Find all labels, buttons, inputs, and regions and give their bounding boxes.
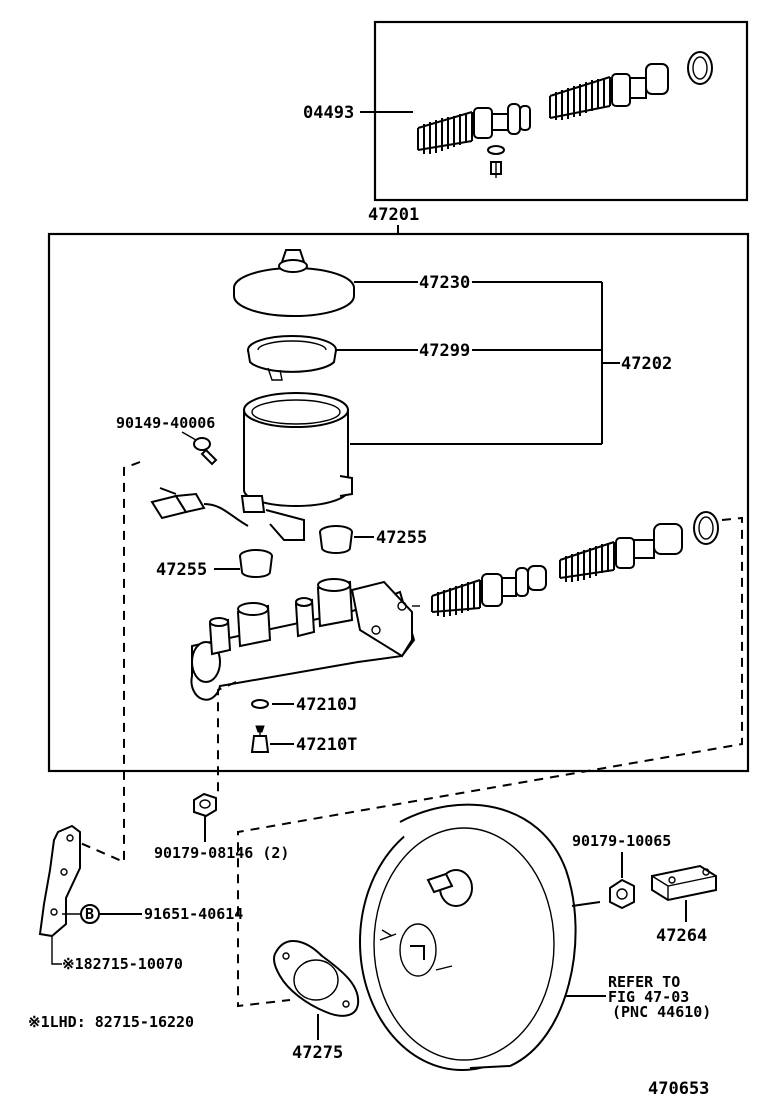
refer-line-1: REFER TO bbox=[608, 973, 680, 991]
dashed-connector-nut bbox=[217, 681, 237, 798]
booster-gasket-icon bbox=[272, 939, 360, 1017]
label-47210j: 47210J bbox=[296, 695, 357, 715]
level-sensor-connector-icon bbox=[150, 487, 249, 527]
bracket-icon bbox=[38, 824, 81, 938]
diaphragm-icon bbox=[247, 335, 337, 381]
label-47255-right: 47255 bbox=[376, 528, 427, 548]
nut-icon bbox=[193, 792, 217, 818]
leader-182715 bbox=[51, 936, 62, 965]
label-47299: 47299 bbox=[419, 341, 470, 361]
brake-booster-icon bbox=[359, 803, 601, 1071]
booster-nut-icon bbox=[609, 878, 635, 910]
clevis-icon bbox=[651, 864, 717, 902]
master-cylinder-icon bbox=[190, 578, 420, 701]
piston-assembly-icon bbox=[431, 511, 719, 617]
gasket-icon bbox=[251, 699, 269, 709]
refer-line-2: FIG 47-03 bbox=[608, 988, 689, 1006]
label-47230: 47230 bbox=[419, 273, 470, 293]
lhd-note: ※1LHD: 82715-16220 bbox=[28, 1013, 194, 1031]
piston-kit-icon bbox=[417, 51, 713, 178]
grommet-icon-right bbox=[319, 525, 353, 554]
label-47275: 47275 bbox=[292, 1043, 343, 1063]
figure-number: 470653 bbox=[648, 1079, 709, 1099]
screw-icon bbox=[193, 437, 218, 466]
label-182715: ※182715-10070 bbox=[62, 955, 183, 973]
label-47201: 47201 bbox=[368, 205, 419, 225]
refer-line-3: (PNC 44610) bbox=[612, 1003, 711, 1021]
dashed-connector-left bbox=[77, 461, 141, 864]
label-47202: 47202 bbox=[621, 354, 672, 374]
leader-90149 bbox=[181, 431, 197, 441]
label-90179-a: 90179-08146 (2) bbox=[154, 844, 289, 862]
label-90149: 90149-40006 bbox=[116, 414, 215, 432]
label-04493: 04493 bbox=[303, 103, 354, 123]
label-47264: 47264 bbox=[656, 926, 707, 946]
main-assembly-box bbox=[47, 232, 750, 773]
reservoir-icon bbox=[240, 392, 353, 541]
label-91651: 91651-40614 bbox=[144, 905, 243, 923]
label-47255-left: 47255 bbox=[156, 560, 207, 580]
b-marker-circle bbox=[80, 904, 100, 924]
b-marker-text: B bbox=[85, 905, 94, 923]
reservoir-cap-icon bbox=[233, 249, 355, 317]
bracket-47202 bbox=[350, 282, 620, 445]
grommet-icon-left bbox=[239, 549, 273, 578]
bleeder-bolt-icon bbox=[250, 725, 270, 753]
label-47210t: 47210T bbox=[296, 735, 357, 755]
dashed-connector-booster bbox=[237, 516, 743, 1008]
label-90179-b: 90179-10065 bbox=[572, 832, 671, 850]
